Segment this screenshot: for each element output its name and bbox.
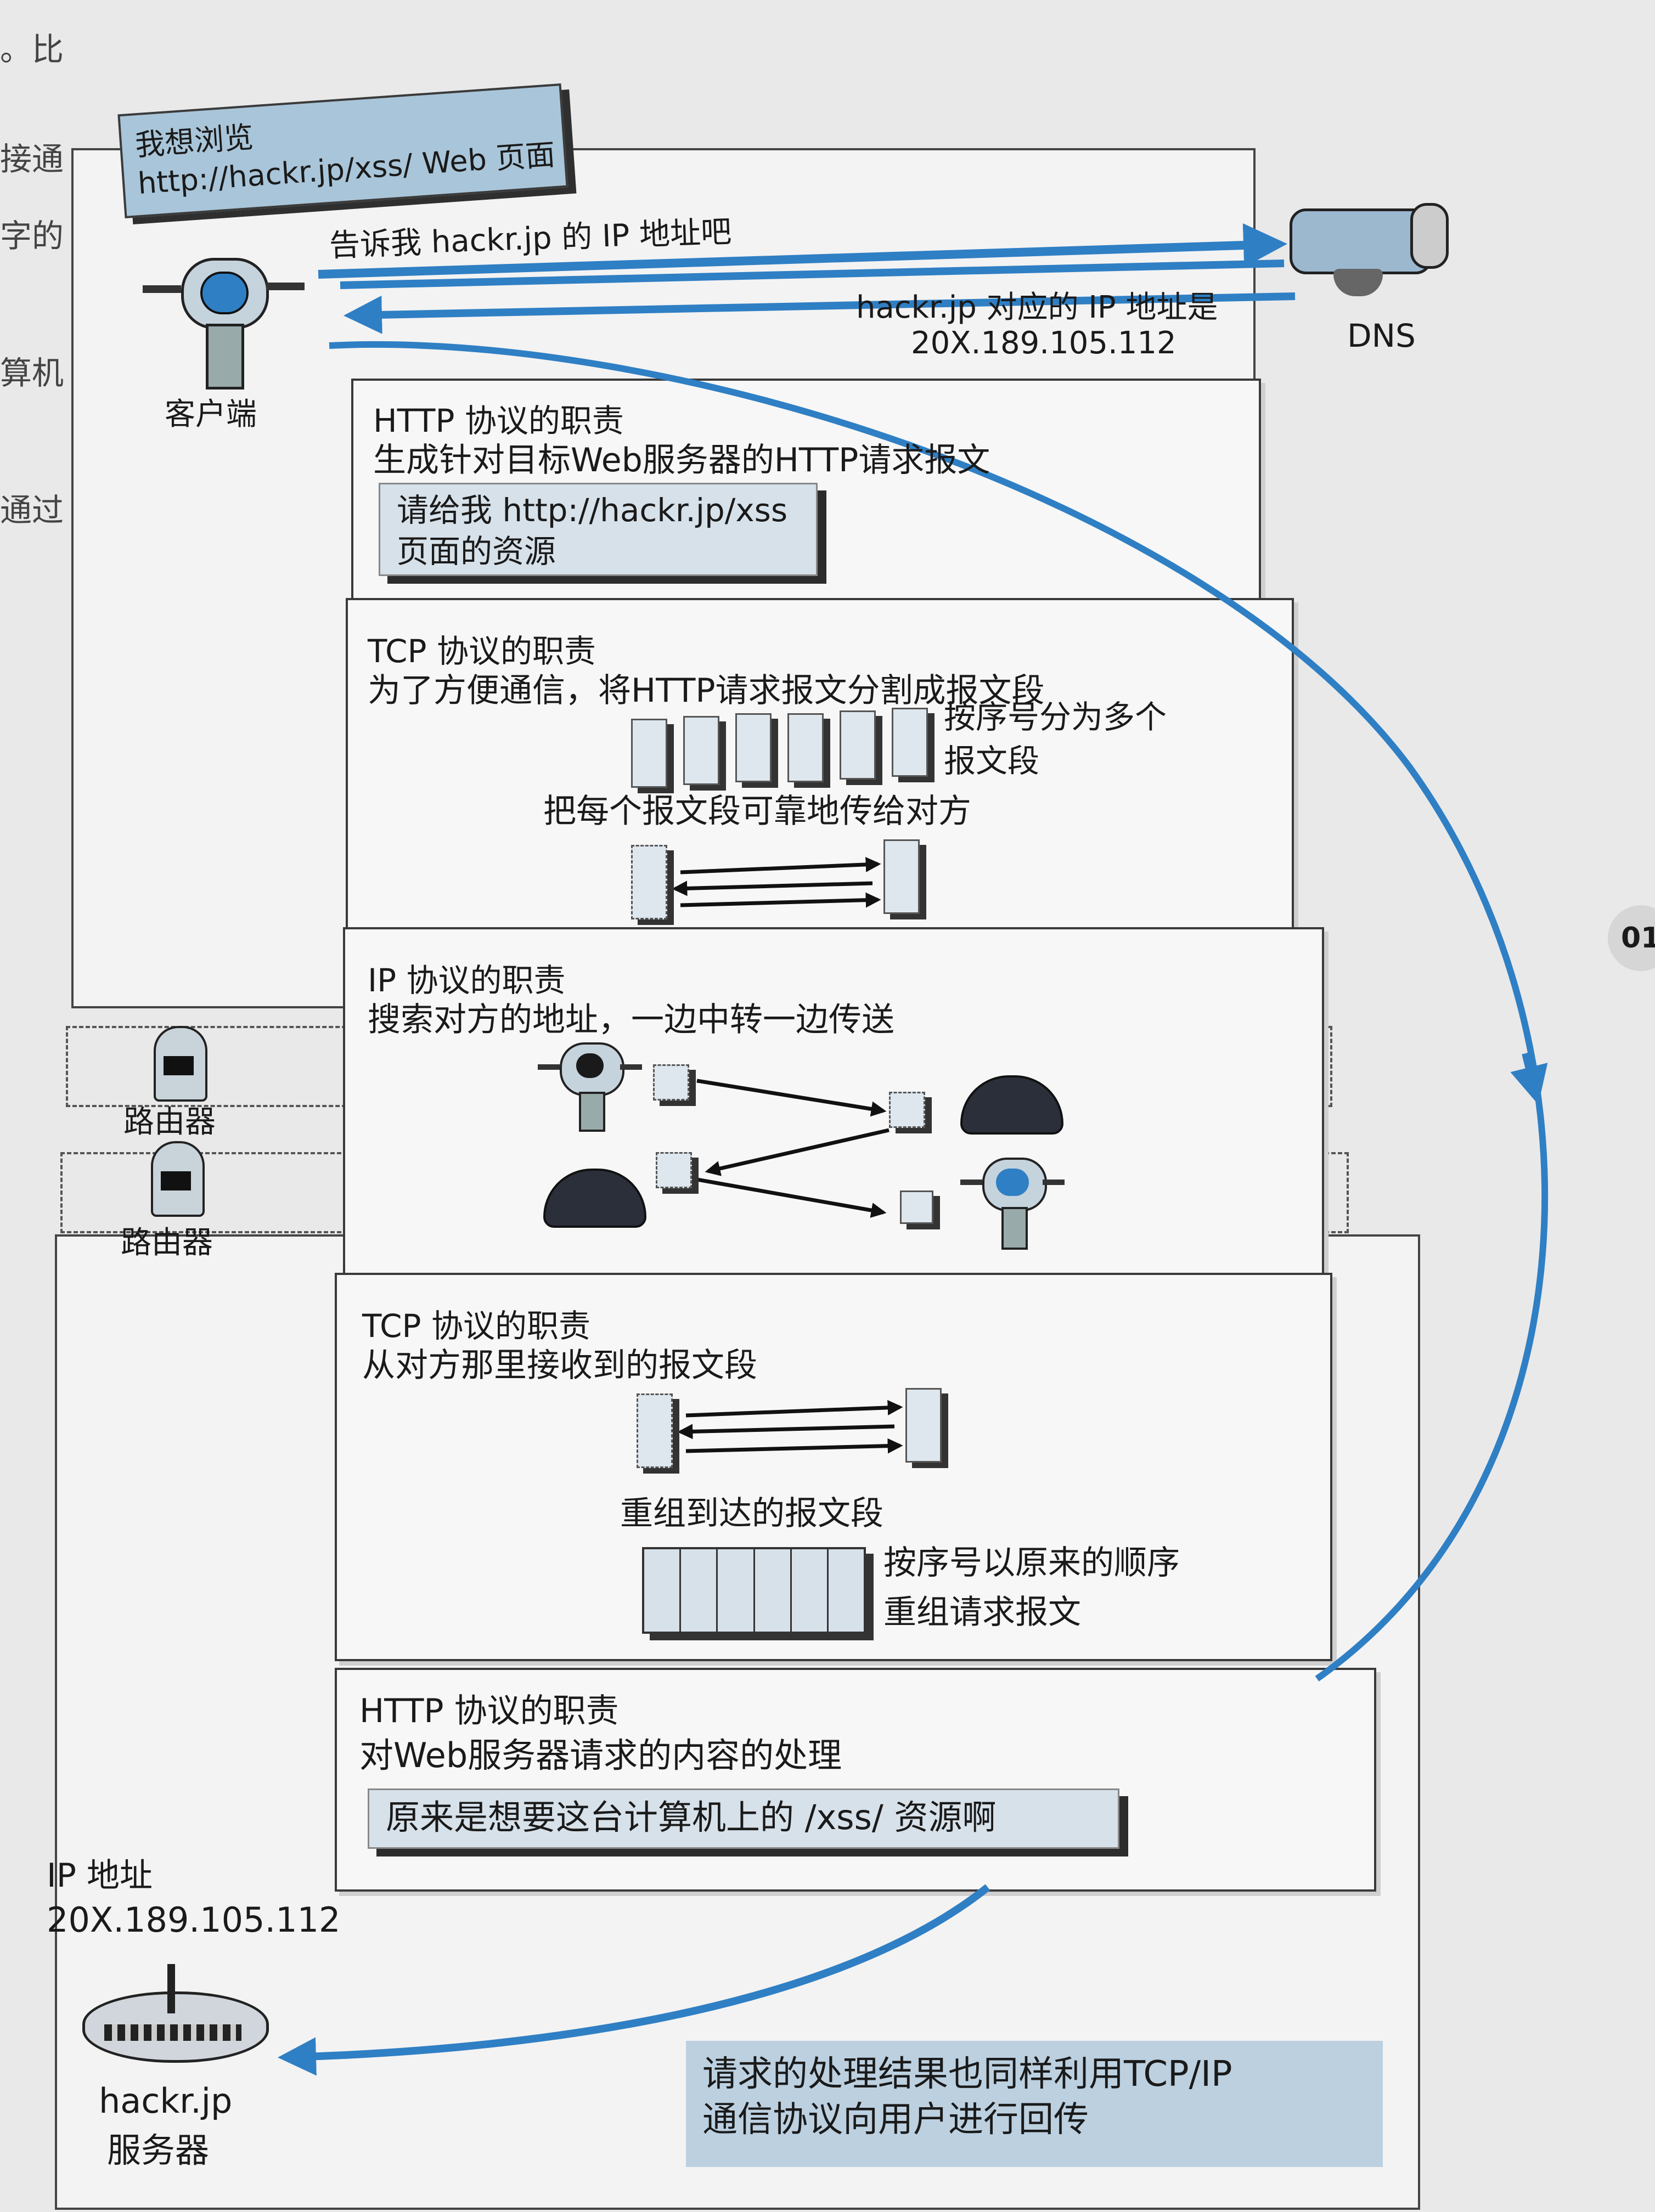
server-name-line-2: 服务器: [107, 2129, 209, 2173]
return-curve: [285, 1887, 988, 2057]
client-robot-icon: [143, 252, 307, 390]
http-server-callout-text: 原来是想要这台计算机上的 /xss/ 资源啊: [386, 1796, 1101, 1840]
ip-layer-title: IP 协议的职责: [368, 960, 566, 1001]
ip-packet-4: [900, 1190, 933, 1224]
http-client-callout-line-2: 页面的资源: [397, 531, 800, 572]
footer-note: 请求的处理结果也同样利用TCP/IP 通信协议向用户进行回传: [686, 2041, 1383, 2167]
tcp-client-reliable-text: 把每个报文段可靠地传给对方: [543, 790, 971, 833]
router-1-label: 路由器: [123, 1103, 216, 1143]
dns-response-line-1: hackr.jp 对应的 IP 地址是: [856, 288, 1218, 328]
ip-packet-3: [656, 1152, 692, 1188]
segment-6: [892, 708, 928, 777]
tcp-client-note-line-1: 按序号分为多个: [944, 697, 1167, 738]
reassembled-message: [642, 1547, 866, 1634]
tcp-client-note-line-2: 报文段: [944, 741, 1039, 782]
tcp-client-desc: 为了方便通信，将HTTP请求报文分割成报文段: [368, 669, 1045, 712]
ip-relay-dome-icon-1: [960, 1070, 1065, 1136]
ip-client-robot-icon: [538, 1042, 648, 1130]
segment-2: [683, 716, 719, 785]
tcp-server-receiver-segment: [905, 1388, 942, 1463]
http-client-title: HTTP 协议的职责: [373, 400, 624, 442]
segment-3: [735, 713, 772, 782]
segment-1: [631, 719, 667, 788]
dns-server-icon: [1290, 198, 1449, 296]
tcp-server-reassemble-text: 重组到达的报文段: [620, 1492, 883, 1535]
ip-packet-2: [889, 1092, 925, 1128]
ip-relay-dome-icon-2: [543, 1158, 648, 1229]
tcp-server-desc: 从对方那里接收到的报文段: [362, 1344, 757, 1387]
tcp-server-note-line-2: 重组请求报文: [883, 1591, 1081, 1634]
router-2-label: 路由器: [121, 1223, 213, 1263]
tcp-client-sender-segment: [631, 845, 667, 919]
dns-response-line-2: 20X.189.105.112: [911, 324, 1176, 364]
server-name-line-1: hackr.jp: [99, 2079, 232, 2124]
segment-4: [787, 713, 824, 782]
http-client-callout: 请给我 http://hackr.jp/xss 页面的资源: [379, 483, 818, 576]
segment-5: [840, 710, 876, 780]
http-server-desc: 对Web服务器请求的内容的处理: [359, 1734, 842, 1778]
tcp-client-transfer-arrows: [675, 864, 878, 905]
http-server-callout: 原来是想要这台计算机上的 /xss/ 资源啊: [368, 1788, 1119, 1849]
ip-packet-1: [653, 1064, 689, 1101]
tcp-client-receiver-segment: [883, 839, 920, 914]
footer-line-1: 请求的处理结果也同样利用TCP/IP: [702, 2052, 1366, 2097]
tcp-server-transfer-arrows: [680, 1407, 900, 1451]
hackr-server-icon: [82, 1964, 274, 2068]
tcp-server-sender-segment: [637, 1393, 673, 1468]
dns-label: DNS: [1347, 315, 1416, 357]
ip-layer-desc: 搜索对方的地址，一边中转一边传送: [368, 998, 894, 1041]
tcp-client-title: TCP 协议的职责: [368, 631, 596, 672]
footer-line-2: 通信协议向用户进行回传: [702, 2097, 1366, 2143]
router-2-icon: [140, 1141, 211, 1223]
client-label: 客户端: [165, 395, 257, 435]
tcp-server-note-line-1: 按序号以原来的顺序: [883, 1542, 1180, 1584]
router-1-icon: [143, 1026, 214, 1108]
http-client-desc: 生成针对目标Web服务器的HTTP请求报文: [373, 439, 990, 482]
http-server-title: HTTP 协议的职责: [359, 1690, 619, 1733]
server-ip-value: 20X.189.105.112: [47, 1898, 341, 1943]
ip-server-robot-icon: [960, 1158, 1070, 1251]
tcp-server-title: TCP 协议的职责: [362, 1306, 590, 1347]
ip-routing-arrows: [697, 1081, 889, 1212]
http-client-callout-line-1: 请给我 http://hackr.jp/xss: [397, 490, 800, 531]
server-ip-label: IP 地址: [47, 1854, 153, 1897]
